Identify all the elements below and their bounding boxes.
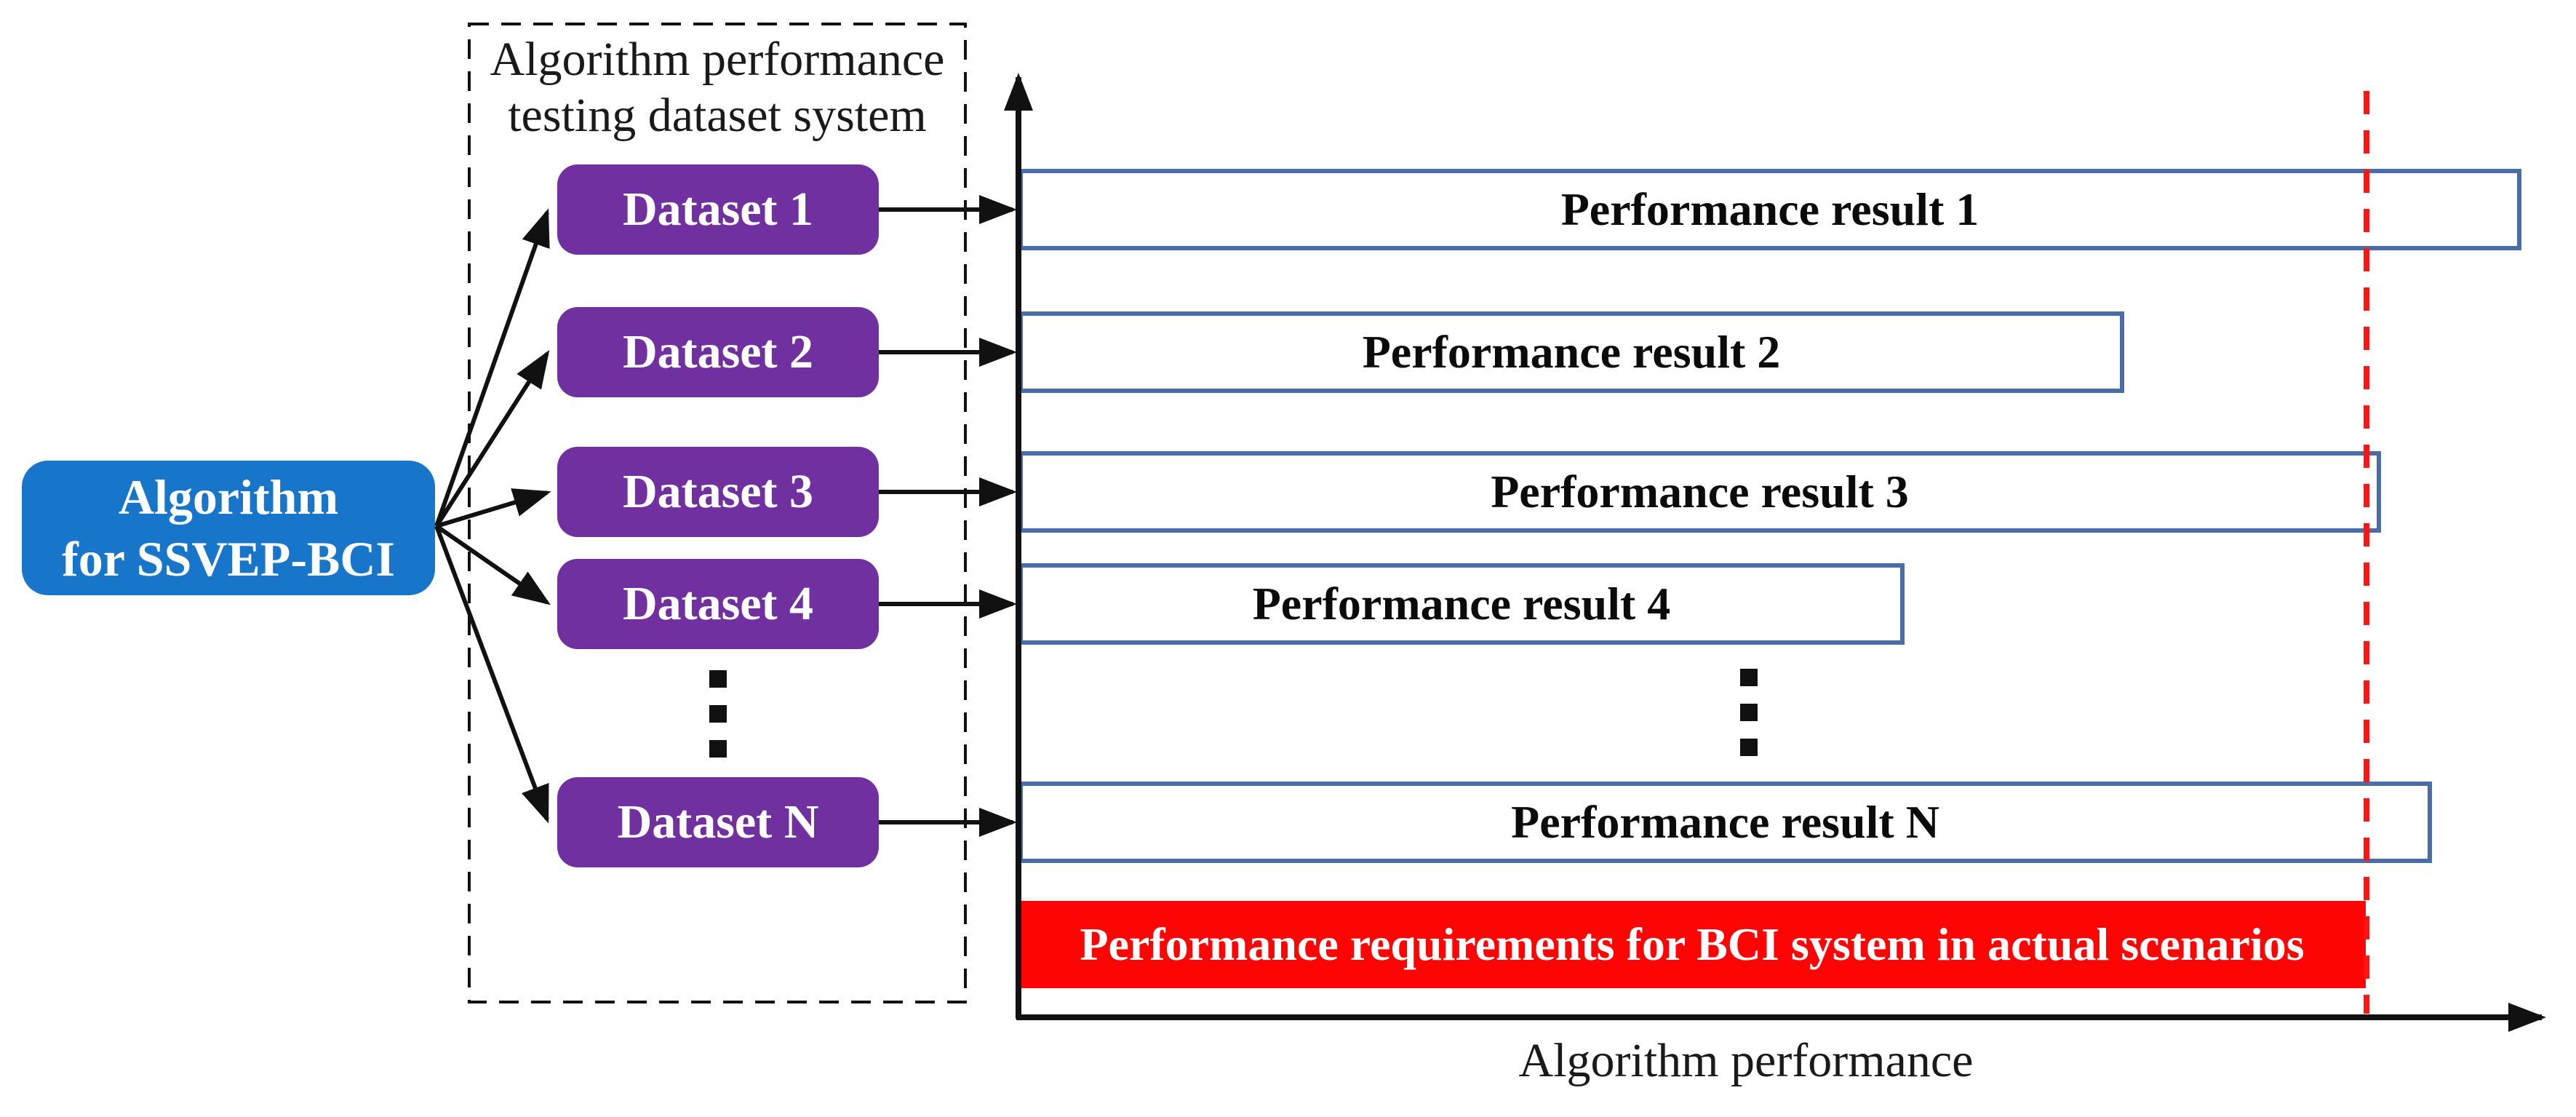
dataset-box-4-label: Dataset 4	[622, 577, 814, 630]
algorithm-box-line2: for SSVEP-BCI	[62, 530, 395, 587]
performance-bar-n-label: Performance result N	[1511, 796, 1939, 848]
dataset-box-4: Dataset 4	[557, 559, 879, 649]
arrow-to-dataset-1	[434, 208, 550, 527]
arrow-to-dataset-3	[436, 488, 551, 528]
performance-bar-4: Performance result 4	[1018, 563, 1905, 645]
dataset-box-2-label: Dataset 2	[622, 325, 814, 378]
chart-ellipsis-dot	[1740, 739, 1758, 756]
requirement-bar: Performance requirements for BCI system …	[1018, 901, 2366, 988]
performance-bar-2-label: Performance result 2	[1362, 326, 1781, 378]
dataset-ellipsis-dot	[709, 705, 727, 723]
dataset-box-3-label: Dataset 3	[622, 465, 814, 518]
dataset-box-1-label: Dataset 1	[622, 183, 814, 236]
performance-bar-3: Performance result 3	[1018, 451, 2381, 533]
performance-bar-1-label: Performance result 1	[1560, 183, 1979, 235]
fan-arrows	[434, 208, 551, 824]
performance-bar-n: Performance result N	[1018, 782, 2432, 863]
requirement-bar-label: Performance requirements for BCI system …	[1080, 918, 2305, 970]
chart-ellipsis-dot	[1740, 669, 1758, 686]
x-axis-label: Algorithm performance	[1518, 1034, 1974, 1087]
panel-title-line1: Algorithm performance	[490, 33, 945, 86]
performance-bar-2: Performance result 2	[1018, 311, 2124, 393]
dataset-panel-title: Algorithm performance testing dataset sy…	[469, 32, 965, 143]
arrow-to-dataset-2	[434, 349, 550, 528]
dataset-to-axis-arrows	[879, 195, 1017, 837]
dataset-ellipsis-dot	[709, 740, 727, 758]
performance-bar-1: Performance result 1	[1018, 169, 2521, 250]
panel-title-line2: testing dataset system	[508, 88, 927, 142]
dataset-box-n-label: Dataset N	[617, 795, 819, 848]
algorithm-box: Algorithm for SSVEP-BCI	[22, 461, 435, 595]
algorithm-box-line1: Algorithm	[118, 469, 339, 525]
arrow-to-dataset-n	[434, 525, 549, 824]
performance-bar-4-label: Performance result 4	[1252, 578, 1671, 629]
arrow-to-dataset-4	[435, 524, 551, 605]
performance-bar-3-label: Performance result 3	[1491, 466, 1909, 517]
dataset-box-n: Dataset N	[557, 777, 879, 867]
dataset-box-1: Dataset 1	[557, 164, 879, 255]
chart-ellipsis-dot	[1740, 704, 1758, 721]
dataset-ellipsis-dot	[709, 670, 727, 688]
dataset-box-2: Dataset 2	[557, 307, 879, 397]
dataset-box-3: Dataset 3	[557, 447, 879, 537]
